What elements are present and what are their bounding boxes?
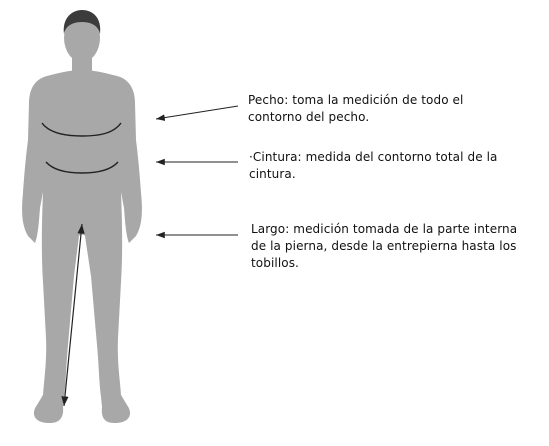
human-silhouette xyxy=(22,10,142,423)
body-shape xyxy=(22,70,142,423)
inseam-measure-line xyxy=(61,223,85,407)
hair-shape xyxy=(63,10,101,34)
measurement-guides xyxy=(41,122,122,407)
length-annotation: Largo: medición tomada de la parte inter… xyxy=(251,222,518,270)
chest-annotation: Pecho: toma la medición de todo el conto… xyxy=(248,93,464,124)
chest-measure-line xyxy=(41,122,122,137)
waist-annotation: ·Cintura: medida del contorno total de l… xyxy=(249,150,498,181)
neck-shape xyxy=(72,57,92,73)
callout-arrows xyxy=(155,105,239,239)
waist-measure-line xyxy=(45,161,119,174)
chest-callout-arrow xyxy=(155,105,239,121)
head-shape xyxy=(64,14,100,62)
